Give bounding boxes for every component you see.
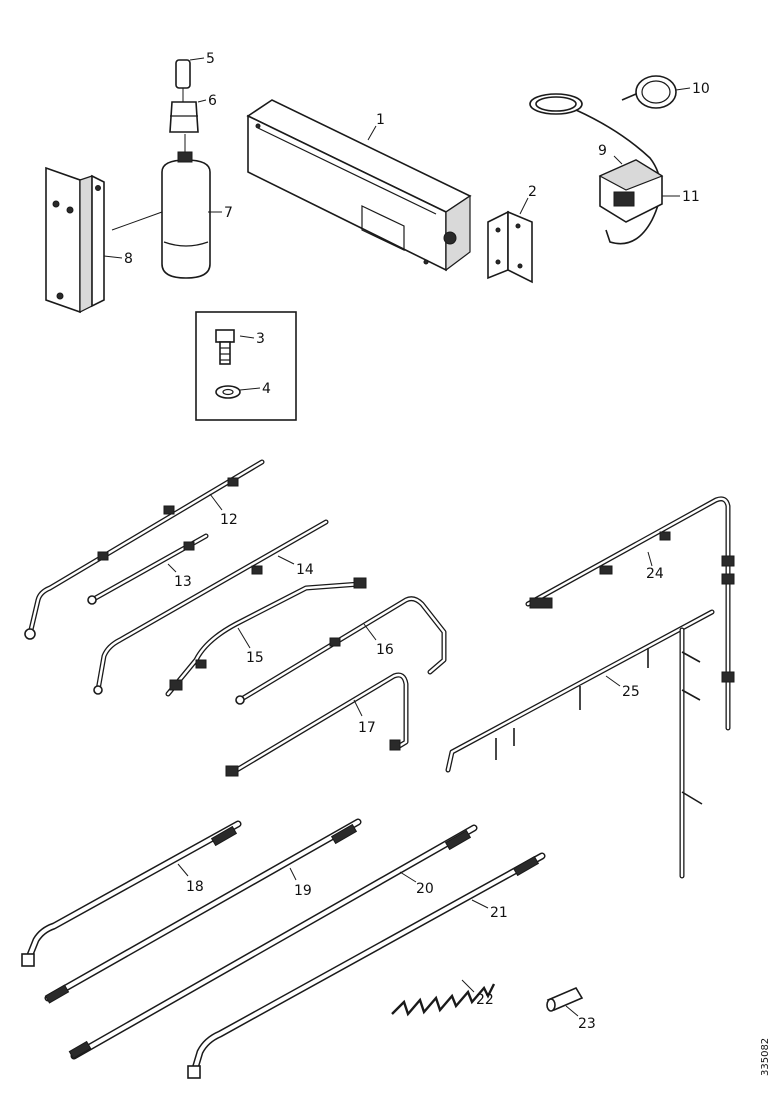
callout-6: 6 bbox=[208, 93, 217, 109]
cylinder-part-7 bbox=[111, 151, 211, 279]
bracket-part-8 bbox=[45, 166, 105, 314]
housing-part-1 bbox=[246, 99, 472, 272]
wiring-unit-parts-9-10-11 bbox=[529, 75, 677, 245]
callout-labels: 1 2 3 4 5 6 7 8 9 10 11 12 13 14 15 16 1… bbox=[124, 51, 710, 1032]
callout-15: 15 bbox=[246, 650, 264, 666]
spring-part-22 bbox=[391, 983, 496, 1017]
pipe-part-13 bbox=[87, 533, 209, 605]
callout-8: 8 bbox=[124, 251, 133, 267]
callout-10: 10 bbox=[692, 81, 710, 97]
callout-leaders bbox=[103, 57, 691, 1017]
pipe-part-24 bbox=[525, 496, 735, 731]
callout-7: 7 bbox=[224, 205, 233, 221]
hose-part-18 bbox=[21, 820, 242, 967]
callout-20: 20 bbox=[416, 881, 434, 897]
callout-23: 23 bbox=[578, 1016, 596, 1032]
hose-part-20 bbox=[68, 824, 478, 1060]
callout-2: 2 bbox=[528, 184, 537, 200]
detail-box-parts-3-4 bbox=[195, 311, 297, 421]
callout-13: 13 bbox=[174, 574, 192, 590]
callout-25: 25 bbox=[622, 684, 640, 700]
callout-5: 5 bbox=[206, 51, 215, 67]
hose-part-19 bbox=[44, 818, 362, 1004]
pipe-part-12 bbox=[24, 459, 265, 640]
fitting-part-5 bbox=[175, 59, 191, 102]
pipe-part-15 bbox=[165, 577, 367, 697]
pipe-part-16 bbox=[235, 596, 447, 705]
callout-22: 22 bbox=[476, 992, 494, 1008]
pipe-part-14 bbox=[93, 519, 329, 695]
drawing-number: 335082 bbox=[760, 1038, 771, 1076]
callout-4: 4 bbox=[262, 381, 271, 397]
callout-18: 18 bbox=[186, 879, 204, 895]
callout-17: 17 bbox=[358, 720, 376, 736]
callout-19: 19 bbox=[294, 883, 312, 899]
pipe-part-17 bbox=[225, 672, 409, 777]
callout-24: 24 bbox=[646, 566, 664, 582]
callout-11: 11 bbox=[682, 189, 700, 205]
callout-16: 16 bbox=[376, 642, 394, 658]
hose-part-21 bbox=[187, 852, 546, 1079]
bracket-part-2 bbox=[487, 210, 533, 284]
callout-21: 21 bbox=[490, 905, 508, 921]
fitting-part-6 bbox=[169, 101, 199, 152]
sleeve-part-23 bbox=[546, 986, 584, 1012]
callout-1: 1 bbox=[376, 112, 385, 128]
callout-12: 12 bbox=[220, 512, 238, 528]
callout-9: 9 bbox=[598, 143, 607, 159]
callout-3: 3 bbox=[256, 331, 265, 347]
callout-14: 14 bbox=[296, 562, 314, 578]
pipe-part-25 bbox=[445, 609, 715, 879]
